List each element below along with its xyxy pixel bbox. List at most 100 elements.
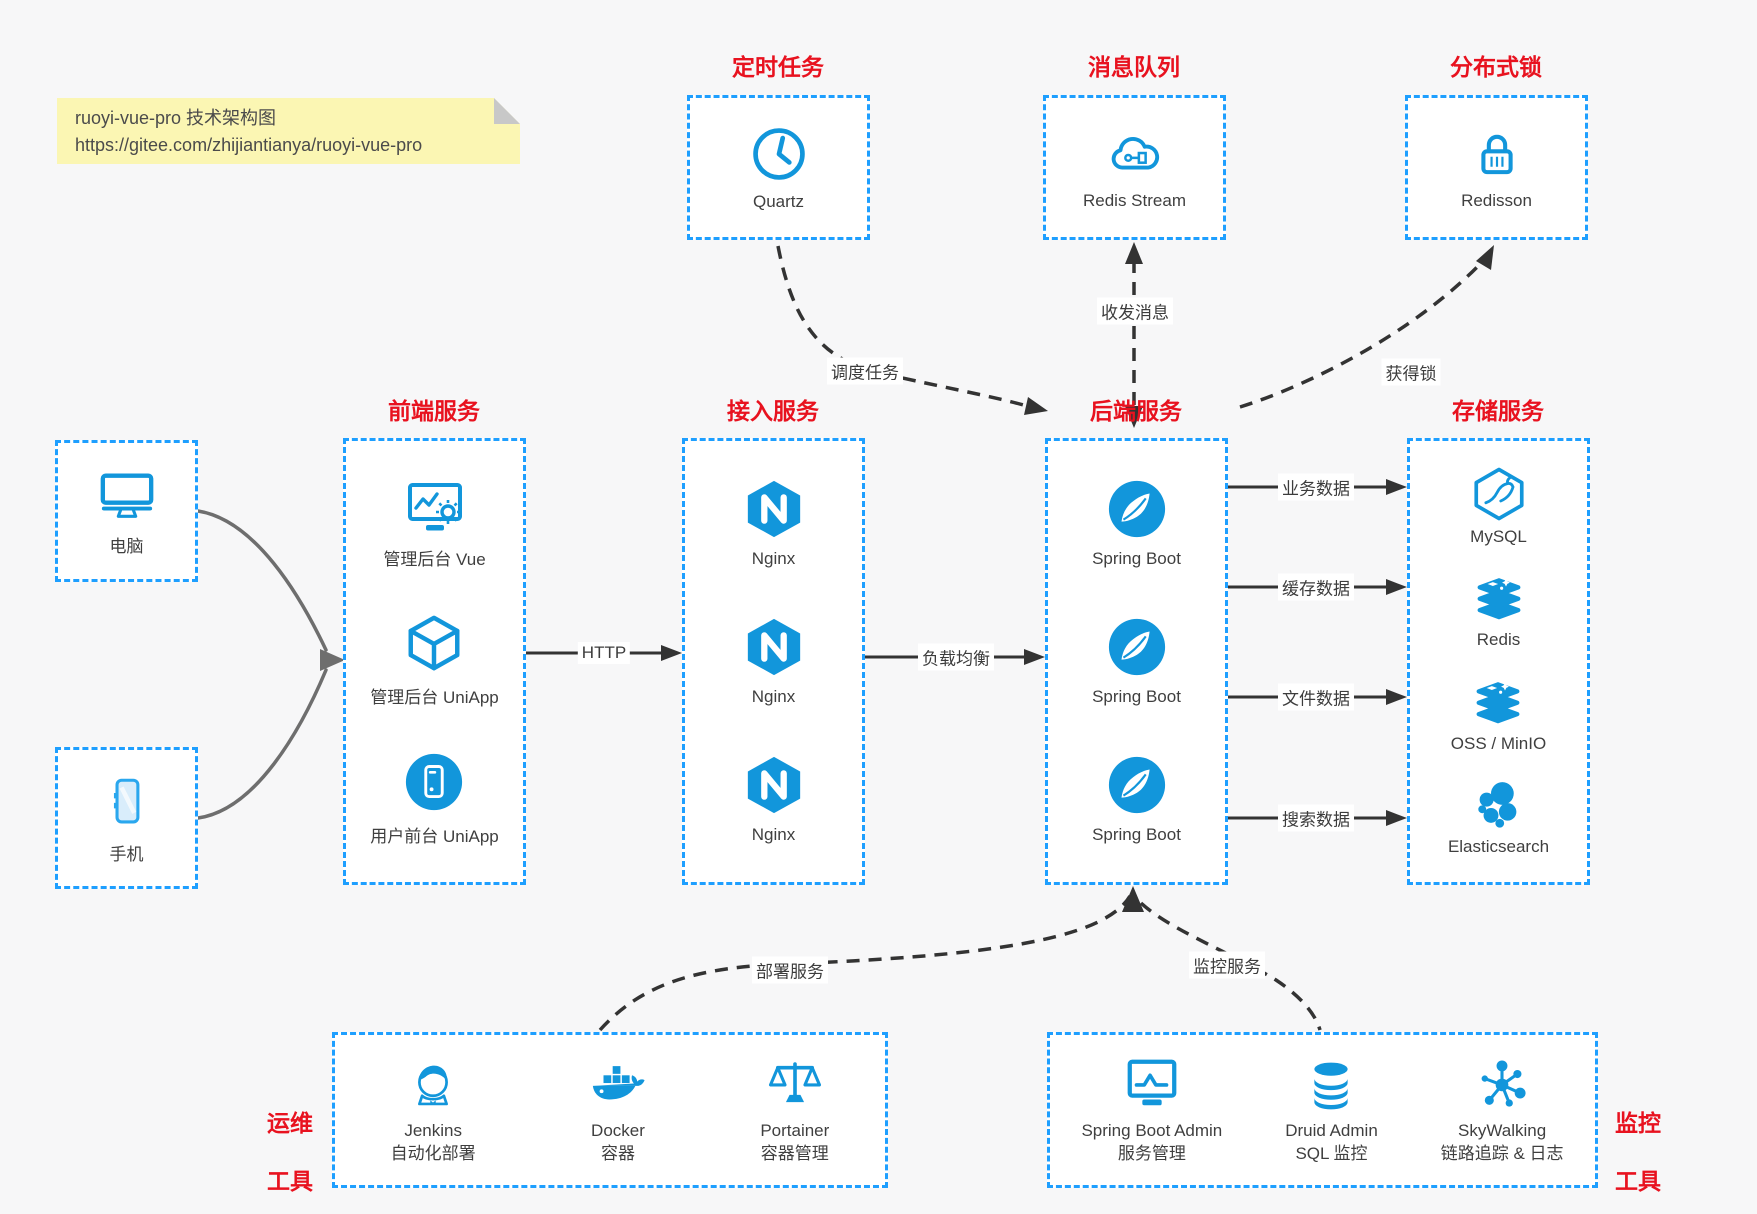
pc-label: 电脑	[109, 536, 144, 556]
schedule-task-label: 调度任务	[827, 357, 903, 385]
phone-label: 手机	[109, 844, 144, 864]
phone-circle-icon	[406, 753, 463, 810]
cache-data-label: 缓存数据	[1278, 573, 1354, 601]
acquire-lock-curve	[1239, 260, 1484, 409]
storage-item-oss-minio: OSS / MinIO	[1451, 673, 1546, 754]
monitor-item-label: SkyWalking 链路追踪 & 日志	[1440, 1121, 1564, 1163]
phone-box: 手机	[55, 747, 198, 889]
access-item-nginx-1: Nginx	[743, 478, 805, 569]
monitor-item-druid: Druid Admin SQL 监控	[1285, 1055, 1378, 1165]
padlock-icon	[1480, 134, 1513, 174]
backend-item-spring-2: Spring Boot	[1092, 616, 1181, 707]
frontend-item-label: 管理后台 UniApp	[370, 688, 499, 708]
backend-services-box: Spring Boot Spring Boot Spring Boot	[1045, 438, 1228, 885]
monitor-item-label: Spring Boot Admin 服务管理	[1081, 1121, 1223, 1163]
monitor-tools-box: Spring Boot Admin 服务管理 Druid Admin SQL 监…	[1047, 1032, 1598, 1188]
druid-icon	[1314, 1062, 1349, 1110]
oss-minio-icon	[1477, 681, 1520, 723]
cube-icon	[409, 616, 460, 671]
title-frontend-services: 前端服务	[388, 398, 480, 424]
redisson-box: Redisson	[1405, 95, 1588, 240]
frontend-item-user-uniapp: 用户前台 UniApp	[370, 751, 499, 847]
clock-icon	[752, 127, 805, 180]
business-data-arrowhead	[1386, 479, 1407, 495]
backend-item-label: Spring Boot	[1092, 824, 1181, 844]
mysql-icon	[1473, 467, 1524, 521]
storage-item-label: MySQL	[1470, 527, 1527, 547]
file-data-label: 文件数据	[1278, 683, 1354, 711]
spring-boot-icon	[1108, 481, 1165, 538]
jenkins-icon	[418, 1065, 449, 1106]
message-arrowhead-up	[1125, 242, 1143, 264]
access-item-label: Nginx	[751, 549, 796, 569]
title-storage-services: 存储服务	[1452, 398, 1544, 424]
nginx-icon	[747, 618, 800, 676]
backend-item-label: Spring Boot	[1092, 549, 1181, 569]
frontend-item-label: 用户前台 UniApp	[370, 826, 499, 846]
ops-item-portainer: Portainer 容器管理	[760, 1055, 829, 1165]
backend-item-spring-3: Spring Boot	[1092, 754, 1181, 845]
frontend-item-label: 管理后台 Vue	[383, 550, 486, 570]
access-services-box: Nginx Nginx Nginx	[682, 438, 865, 885]
backend-item-spring-1: Spring Boot	[1092, 478, 1181, 569]
portainer-icon	[768, 1062, 821, 1103]
pc-box: 电脑	[55, 440, 198, 582]
redis-icon	[1477, 578, 1520, 620]
backend-item-label: Spring Boot	[1092, 686, 1181, 706]
sticky-note: ruoyi-vue-pro 技术架构图 https://gitee.com/zh…	[57, 98, 520, 164]
monitor-service-label: 监控服务	[1189, 951, 1265, 979]
phone-to-frontend-curve	[196, 668, 328, 820]
title-scheduled-tasks: 定时任务	[732, 54, 824, 80]
search-data-label: 搜索数据	[1278, 804, 1354, 832]
schedule-task-arrowhead	[1024, 397, 1048, 415]
skywalking-icon	[1481, 1060, 1526, 1107]
note-title: ruoyi-vue-pro 技术架构图	[75, 108, 277, 128]
note-url: https://gitee.com/zhijiantianya/ruoyi-vu…	[75, 135, 423, 155]
redis-stream-label: Redis Stream	[1083, 190, 1186, 210]
storage-item-label: OSS / MinIO	[1450, 733, 1547, 753]
redis-stream-box: Redis Stream	[1043, 95, 1226, 240]
note-fold-corner	[494, 98, 520, 124]
pc-to-frontend-curve	[196, 509, 328, 652]
load-balance-label: 负载均衡	[918, 643, 994, 671]
frontend-item-admin-uniapp: 管理后台 UniApp	[370, 612, 499, 708]
title-access-services: 接入服务	[727, 398, 819, 424]
monitor-item-skywalking: SkyWalking 链路追踪 & 日志	[1441, 1055, 1564, 1165]
file-data-arrowhead	[1386, 689, 1407, 705]
deploy-service-label: 部署服务	[752, 956, 828, 984]
business-data-label: 业务数据	[1278, 473, 1354, 501]
docker-icon	[592, 1066, 645, 1100]
http-arrowhead	[661, 645, 682, 661]
quartz-label: Quartz	[752, 191, 805, 211]
access-item-label: Nginx	[751, 824, 796, 844]
storage-item-label: Redis	[1476, 630, 1521, 650]
acquire-lock-label: 获得锁	[1381, 358, 1441, 386]
access-item-nginx-2: Nginx	[743, 616, 805, 707]
title-distributed-lock: 分布式锁	[1450, 54, 1542, 80]
storage-services-box: MySQL Redis OSS / MinIO	[1407, 438, 1590, 885]
ops-item-jenkins: Jenkins 自动化部署	[391, 1055, 476, 1165]
nginx-icon	[747, 481, 800, 538]
http-label: HTTP	[577, 642, 631, 664]
ops-item-docker: Docker 容器	[587, 1055, 649, 1165]
deploy-service-curve	[598, 895, 1132, 1032]
schedule-task-curve	[776, 245, 1031, 409]
smartphone-icon	[113, 778, 139, 823]
title-backend-services: 后端服务	[1090, 398, 1182, 424]
frontend-services-box: 管理后台 Vue 管理后台 UniApp 用户前台 UniApp	[343, 438, 526, 885]
monitor-item-label: Druid Admin SQL 监控	[1285, 1121, 1378, 1163]
admin-vue-icon	[407, 483, 462, 531]
ops-item-label: Portainer 容器管理	[760, 1121, 830, 1163]
monitor-tools-side-label: 监控 工具	[1615, 1110, 1661, 1194]
search-data-arrowhead	[1386, 810, 1407, 826]
access-item-label: Nginx	[751, 686, 796, 706]
spring-boot-icon	[1108, 756, 1165, 813]
storage-item-mysql: MySQL	[1470, 466, 1527, 547]
monitor-item-sba: Spring Boot Admin 服务管理	[1081, 1055, 1222, 1165]
storage-item-elasticsearch: Elasticsearch	[1448, 776, 1549, 857]
quartz-box: Quartz	[687, 95, 870, 240]
title-message-queue: 消息队列	[1088, 54, 1180, 80]
spring-boot-icon	[1108, 618, 1165, 676]
nginx-icon	[747, 756, 800, 813]
